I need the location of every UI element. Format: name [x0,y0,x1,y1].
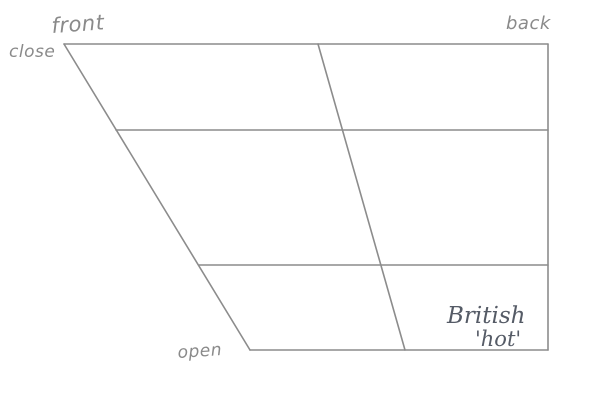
close-label: close [9,42,55,62]
front-label: front [51,10,106,38]
back-label: back [506,13,552,34]
central-divider [317,43,406,351]
annotation-line-2: 'hot' [475,327,521,351]
annotation-line-1: British [446,303,525,329]
left-edge [63,43,251,351]
open-label: open [177,340,223,363]
